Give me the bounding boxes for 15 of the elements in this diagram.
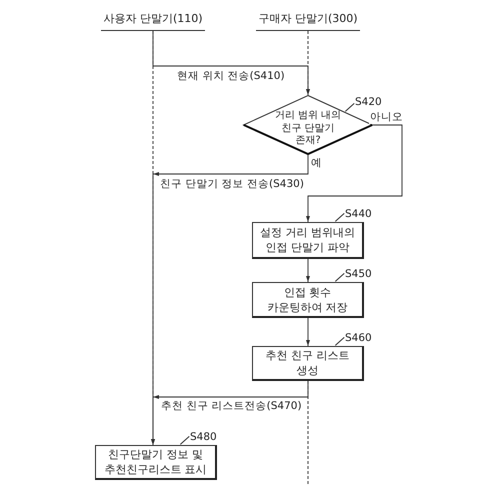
- process-box: 추천 친구 리스트 생성: [252, 346, 364, 381]
- process-box: 친구단말기 정보 및 추천친구리스트 표시: [95, 445, 217, 480]
- process-box: 인접 횟수 카운팅하여 저장: [252, 282, 364, 318]
- step-number: S460: [335, 332, 372, 346]
- process-box: 설정 거리 범위내의 인접 단말기 파악: [252, 222, 364, 259]
- edge-label: 현재 위치 전송(S410): [176, 70, 286, 83]
- branch-label: 예: [311, 157, 322, 170]
- edge-label: 아니오: [369, 111, 404, 124]
- edge-label: 추천 친구 리스트전송(S470): [160, 400, 303, 413]
- column-heading: 사용자 단말기(110): [101, 8, 205, 31]
- edge-label: 친구 단말기 정보 전송(S430): [159, 178, 305, 191]
- step-number: S480: [180, 431, 217, 445]
- step-number: S440: [335, 208, 372, 222]
- step-number: S450: [335, 268, 372, 282]
- column-heading: 구매자 단말기(300): [256, 8, 360, 31]
